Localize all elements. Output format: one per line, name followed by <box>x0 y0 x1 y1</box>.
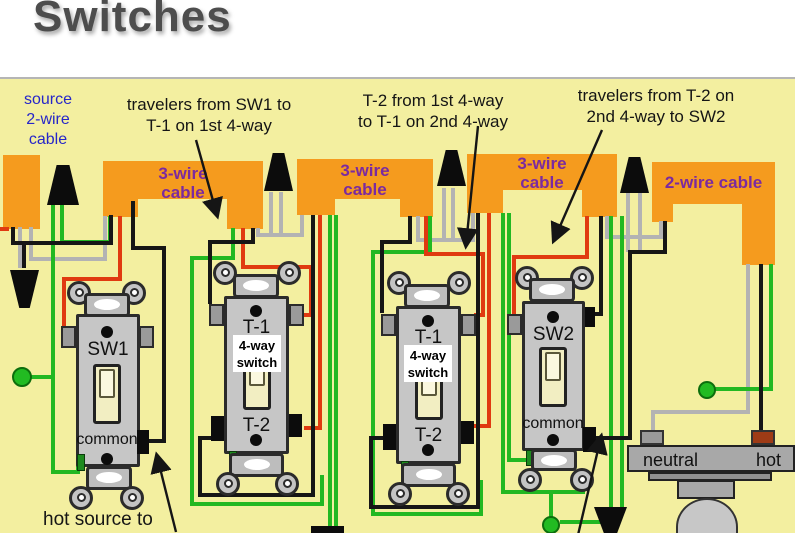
cable2-bar <box>297 159 433 199</box>
neutral-terminal <box>640 430 664 445</box>
cable2-left-leg <box>297 197 335 215</box>
fixture-base: neutral hot <box>627 445 795 472</box>
cable-end-icon <box>594 507 627 533</box>
cable-connector-icon <box>264 153 293 191</box>
cable2-label: 3-wire cable <box>340 161 390 199</box>
cable4-left-leg <box>652 202 673 222</box>
wiring-canvas: 3-wire cable 3-wire cable 3-wire cable 2… <box>0 77 795 533</box>
cable4-right-leg <box>742 202 775 265</box>
cable3-label: 3-wire cable <box>517 154 567 192</box>
cable-connector-icon <box>437 150 466 186</box>
four-way-tag: 4-way switch <box>233 335 281 372</box>
cable1-bar <box>103 161 263 199</box>
hot-source-note: hot source to <box>43 509 153 530</box>
cable3-right-leg <box>582 188 617 217</box>
cable-connector-icon <box>620 157 649 193</box>
source-cable-block <box>3 155 40 229</box>
cable-connector-icon <box>47 165 79 205</box>
wire-nut-icon <box>542 516 560 533</box>
cable4-bar <box>652 162 775 204</box>
wire-nut-icon <box>698 381 716 399</box>
cable1-label: 3-wire cable <box>158 164 208 202</box>
neutral-label: neutral <box>643 450 699 470</box>
cable2-right-leg <box>400 197 433 217</box>
hot-terminal <box>751 430 775 445</box>
source-cable-note: source 2-wire cable <box>23 91 73 148</box>
hot-label: hot <box>755 450 781 470</box>
bulb-icon <box>676 498 738 533</box>
cable4-label: 2-wire cable <box>664 173 763 192</box>
wire-nut-icon <box>12 367 32 387</box>
cable-clamp-icon <box>311 526 344 533</box>
four-way-tag: 4-way switch <box>404 345 452 382</box>
t2-route-note: T-2 from 1st 4-way to T-1 on 2nd 4-way <box>358 91 508 131</box>
cable-end-icon <box>10 270 39 308</box>
travelers-sw1-note: travelers from SW1 to T-1 on 1st 4-way <box>126 95 292 135</box>
travelers-t2-note: travelers from T-2 on 2nd 4-way to SW2 <box>577 86 735 126</box>
page-title: Switches <box>33 0 232 41</box>
